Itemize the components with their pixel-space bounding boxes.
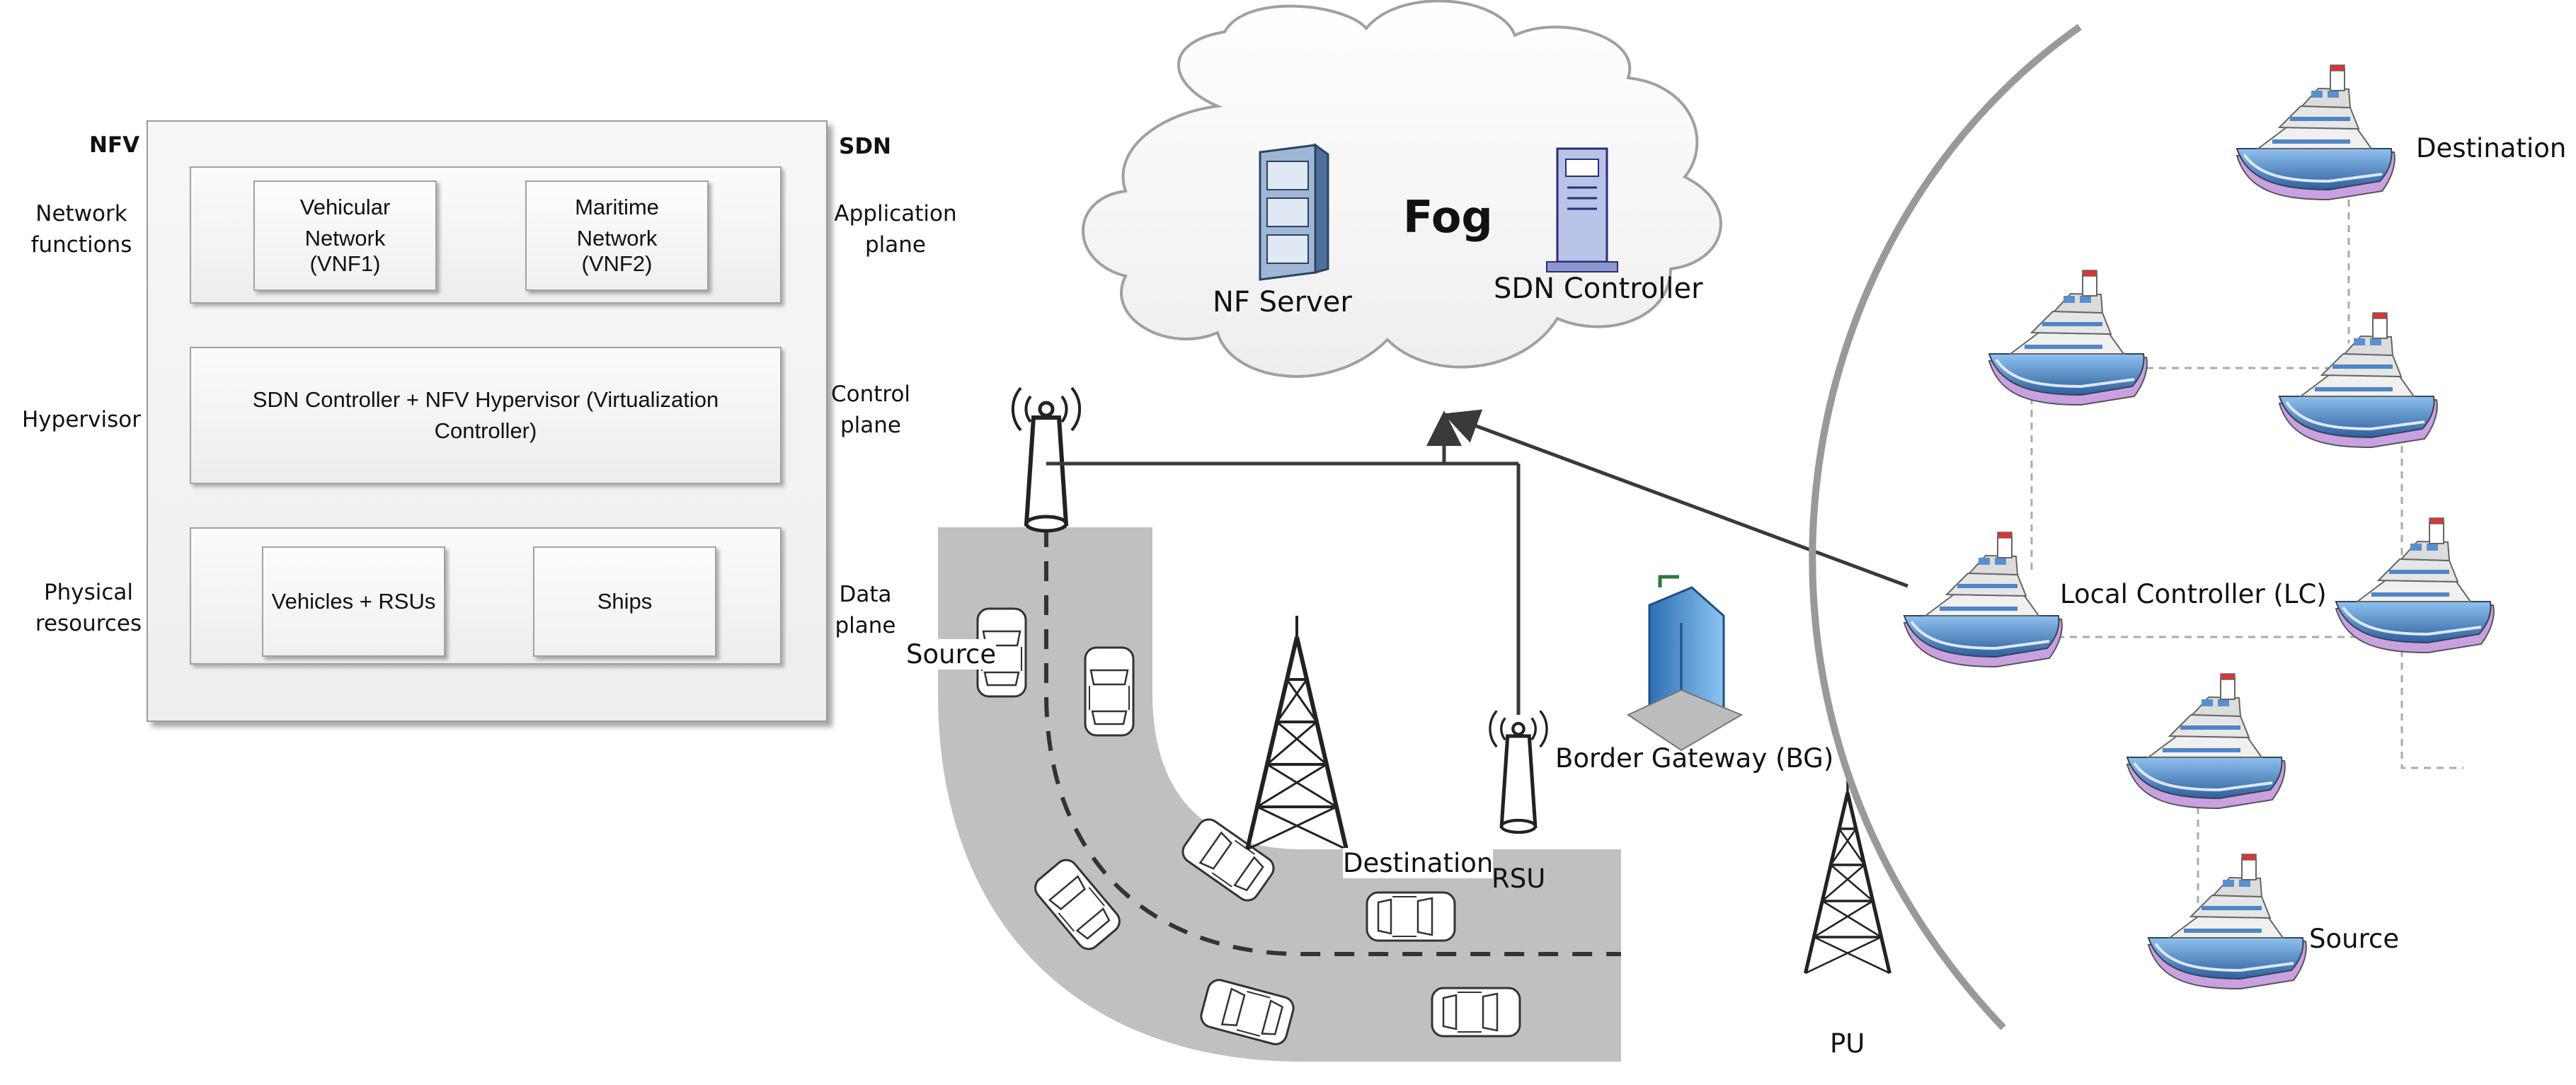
label-line: functions: [30, 232, 132, 258]
box-line: Maritime: [575, 195, 659, 219]
network-functions-label: Network functions: [21, 198, 142, 260]
control-plane-box: SDN Controller + NFV Hypervisor (Virtual…: [190, 347, 782, 484]
physical-resources-label: Physical resources: [28, 577, 149, 639]
box-line: (VNF2): [581, 251, 653, 276]
ship-icon: [2336, 518, 2494, 653]
box-line: Network: [304, 226, 386, 251]
ships-box: Ships: [533, 546, 716, 657]
label-line: Application: [834, 201, 957, 226]
ship-destination-label: Destination: [2416, 133, 2567, 163]
ship-icon: [2279, 313, 2437, 447]
label-line: plane: [840, 413, 901, 438]
label-line: plane: [835, 613, 896, 638]
box-line: Network: [576, 226, 658, 251]
data-plane-label: Data plane: [825, 579, 906, 641]
sdn-header: SDN: [839, 134, 892, 159]
fog-title: Fog: [1403, 191, 1493, 243]
pu-label: PU: [1830, 1028, 1865, 1059]
vehicles-rsus-box: Vehicles + RSUs: [262, 546, 445, 657]
ship-icon: [2237, 65, 2395, 200]
ship-icon: [1904, 532, 2062, 667]
car-icon: [1084, 646, 1135, 737]
local-controller-label: Local Controller (LC): [2060, 579, 2327, 609]
nfv-header: NFV: [89, 132, 140, 158]
border-gateway-label: Border Gateway (BG): [1555, 743, 1834, 774]
application-plane-label: Application plane: [828, 198, 963, 260]
ship-icon: [1989, 270, 2147, 405]
vehicle-source-label: Source: [906, 639, 997, 670]
border-gateway-icon: [1626, 575, 1744, 752]
label-line: Physical: [43, 580, 134, 605]
vnf1-box: Vehicular Network (VNF1): [253, 180, 437, 291]
label-line: plane: [864, 232, 926, 258]
pu-tower-icon: [1806, 775, 1890, 974]
ship-icon: [2148, 854, 2306, 989]
rsu-icon: [1013, 388, 1080, 531]
nf-server-label: NF Server: [1213, 286, 1352, 318]
vehicle-destination-label: Destination: [1343, 848, 1494, 878]
fog-cloud: [1082, 0, 1722, 378]
road-centerline: [1044, 527, 1621, 956]
lc-link-arrow: [1443, 409, 1908, 588]
label-line: Data: [839, 582, 892, 607]
label-line: Network: [35, 201, 127, 226]
box-line: Vehicular: [299, 195, 391, 219]
label-line: resources: [35, 611, 142, 636]
sdn-controller-icon: [1546, 147, 1618, 272]
car-icon: [1431, 987, 1521, 1038]
box-line: SDN Controller + NFV Hypervisor (Virtual…: [252, 387, 719, 412]
cell-tower-icon: [1247, 616, 1346, 849]
ship-links: [2030, 200, 2463, 913]
ship-source-label: Source: [2309, 924, 2400, 954]
ship-icon: [2127, 674, 2285, 808]
car-icon: [1366, 891, 1456, 942]
vnf2-box: Maritime Network (VNF2): [525, 180, 709, 291]
control-plane-label: Control plane: [821, 379, 920, 441]
box-line: Controller): [434, 418, 537, 443]
nf-server-icon: [1259, 143, 1329, 281]
rsu-icon: [1490, 711, 1547, 832]
hypervisor-label: Hypervisor: [22, 407, 141, 432]
coastline-arc: [1809, 23, 2082, 1031]
rsu-label: RSU: [1492, 863, 1546, 894]
sdn-controller-label: SDN Controller: [1494, 272, 1703, 305]
label-line: Control: [830, 381, 911, 407]
box-line: (VNF1): [309, 251, 381, 276]
